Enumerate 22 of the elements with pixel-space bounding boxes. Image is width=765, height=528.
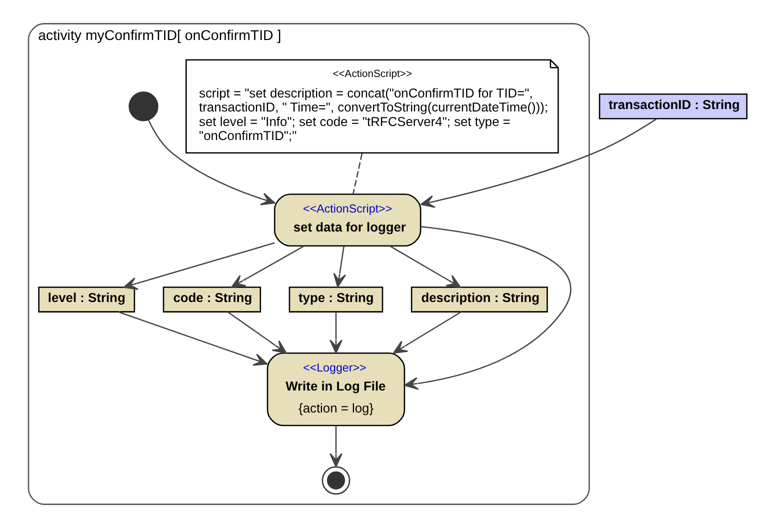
arrow: [404, 226, 572, 390]
arrow: [392, 311, 462, 354]
node-box: <<Logger>> Write in Log File {action = log}: [266, 352, 406, 426]
node-box: description : String: [410, 286, 548, 312]
node-box: type : String: [288, 286, 384, 312]
node-box: code : String: [162, 286, 262, 312]
arrow: [148, 120, 276, 206]
arrow: [231, 246, 304, 288]
node-box: <<ActionScript>> set data for logger: [274, 194, 422, 247]
arrow: [420, 118, 658, 208]
arrow: [390, 246, 461, 288]
arrow: [333, 246, 346, 288]
arrow: [118, 311, 268, 366]
arrow: [227, 311, 287, 354]
arrow: [330, 312, 342, 354]
arrow: [330, 426, 342, 468]
node-box: level : String: [38, 286, 136, 312]
arrow: [123, 242, 275, 290]
node-circle: [128, 92, 158, 122]
connector: [352, 153, 363, 194]
node-box: transactionID : String: [598, 93, 748, 120]
node-circle: [322, 466, 350, 495]
